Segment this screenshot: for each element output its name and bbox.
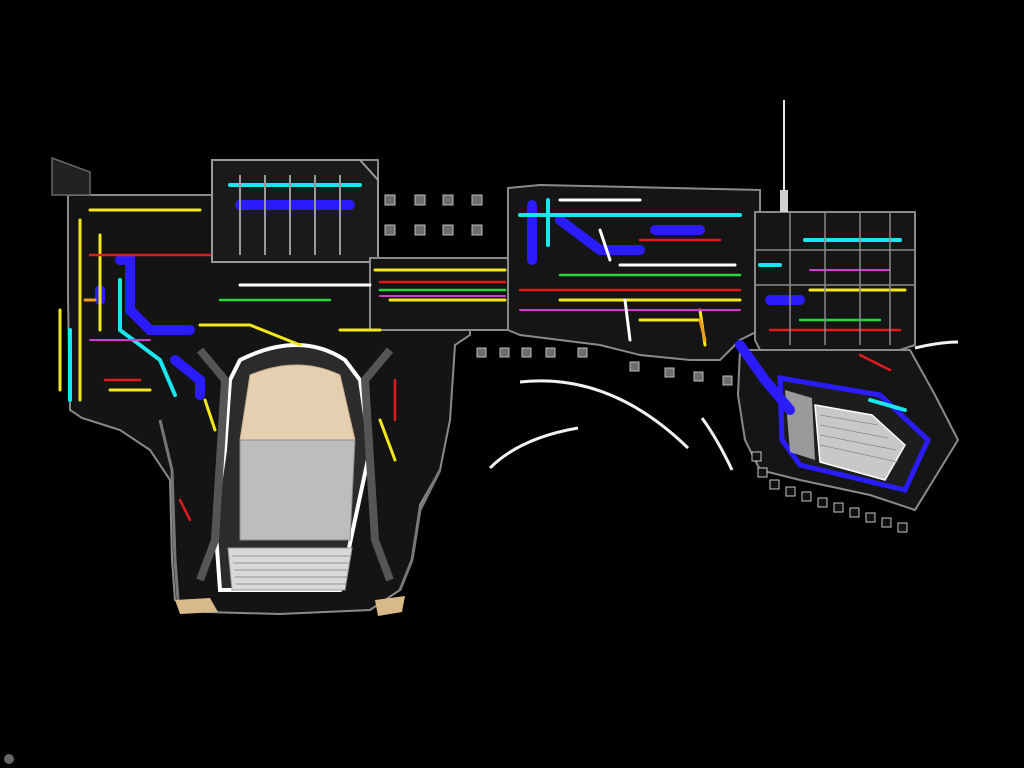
small-hall-columns [751,451,908,533]
mep-systems [58,183,907,522]
white-pipes [238,198,737,342]
orange-pipes [83,298,707,342]
structural-columns [384,194,733,386]
main-hall-auditorium [158,343,442,616]
tower-structure [239,175,341,255]
east-block-grid [755,212,915,345]
magenta-pipes [89,269,891,341]
wood-wing-right [375,596,405,616]
seating-rows [227,547,353,591]
seating-lines [232,555,350,585]
upper-tower-block [211,159,379,263]
cyan-pipes [68,183,907,412]
corner-badge [4,754,17,764]
west-annex [51,156,91,196]
logo-dot-icon [4,754,14,764]
green-pipes [218,273,882,322]
mast [780,100,788,212]
orchestra-floor [239,439,356,541]
yellow-pipes [58,208,907,462]
wood-wing-left [175,598,218,614]
stage-floor [239,364,356,441]
red-pipes [88,238,902,522]
center-block [507,183,761,361]
canopy-arcs [488,340,959,471]
